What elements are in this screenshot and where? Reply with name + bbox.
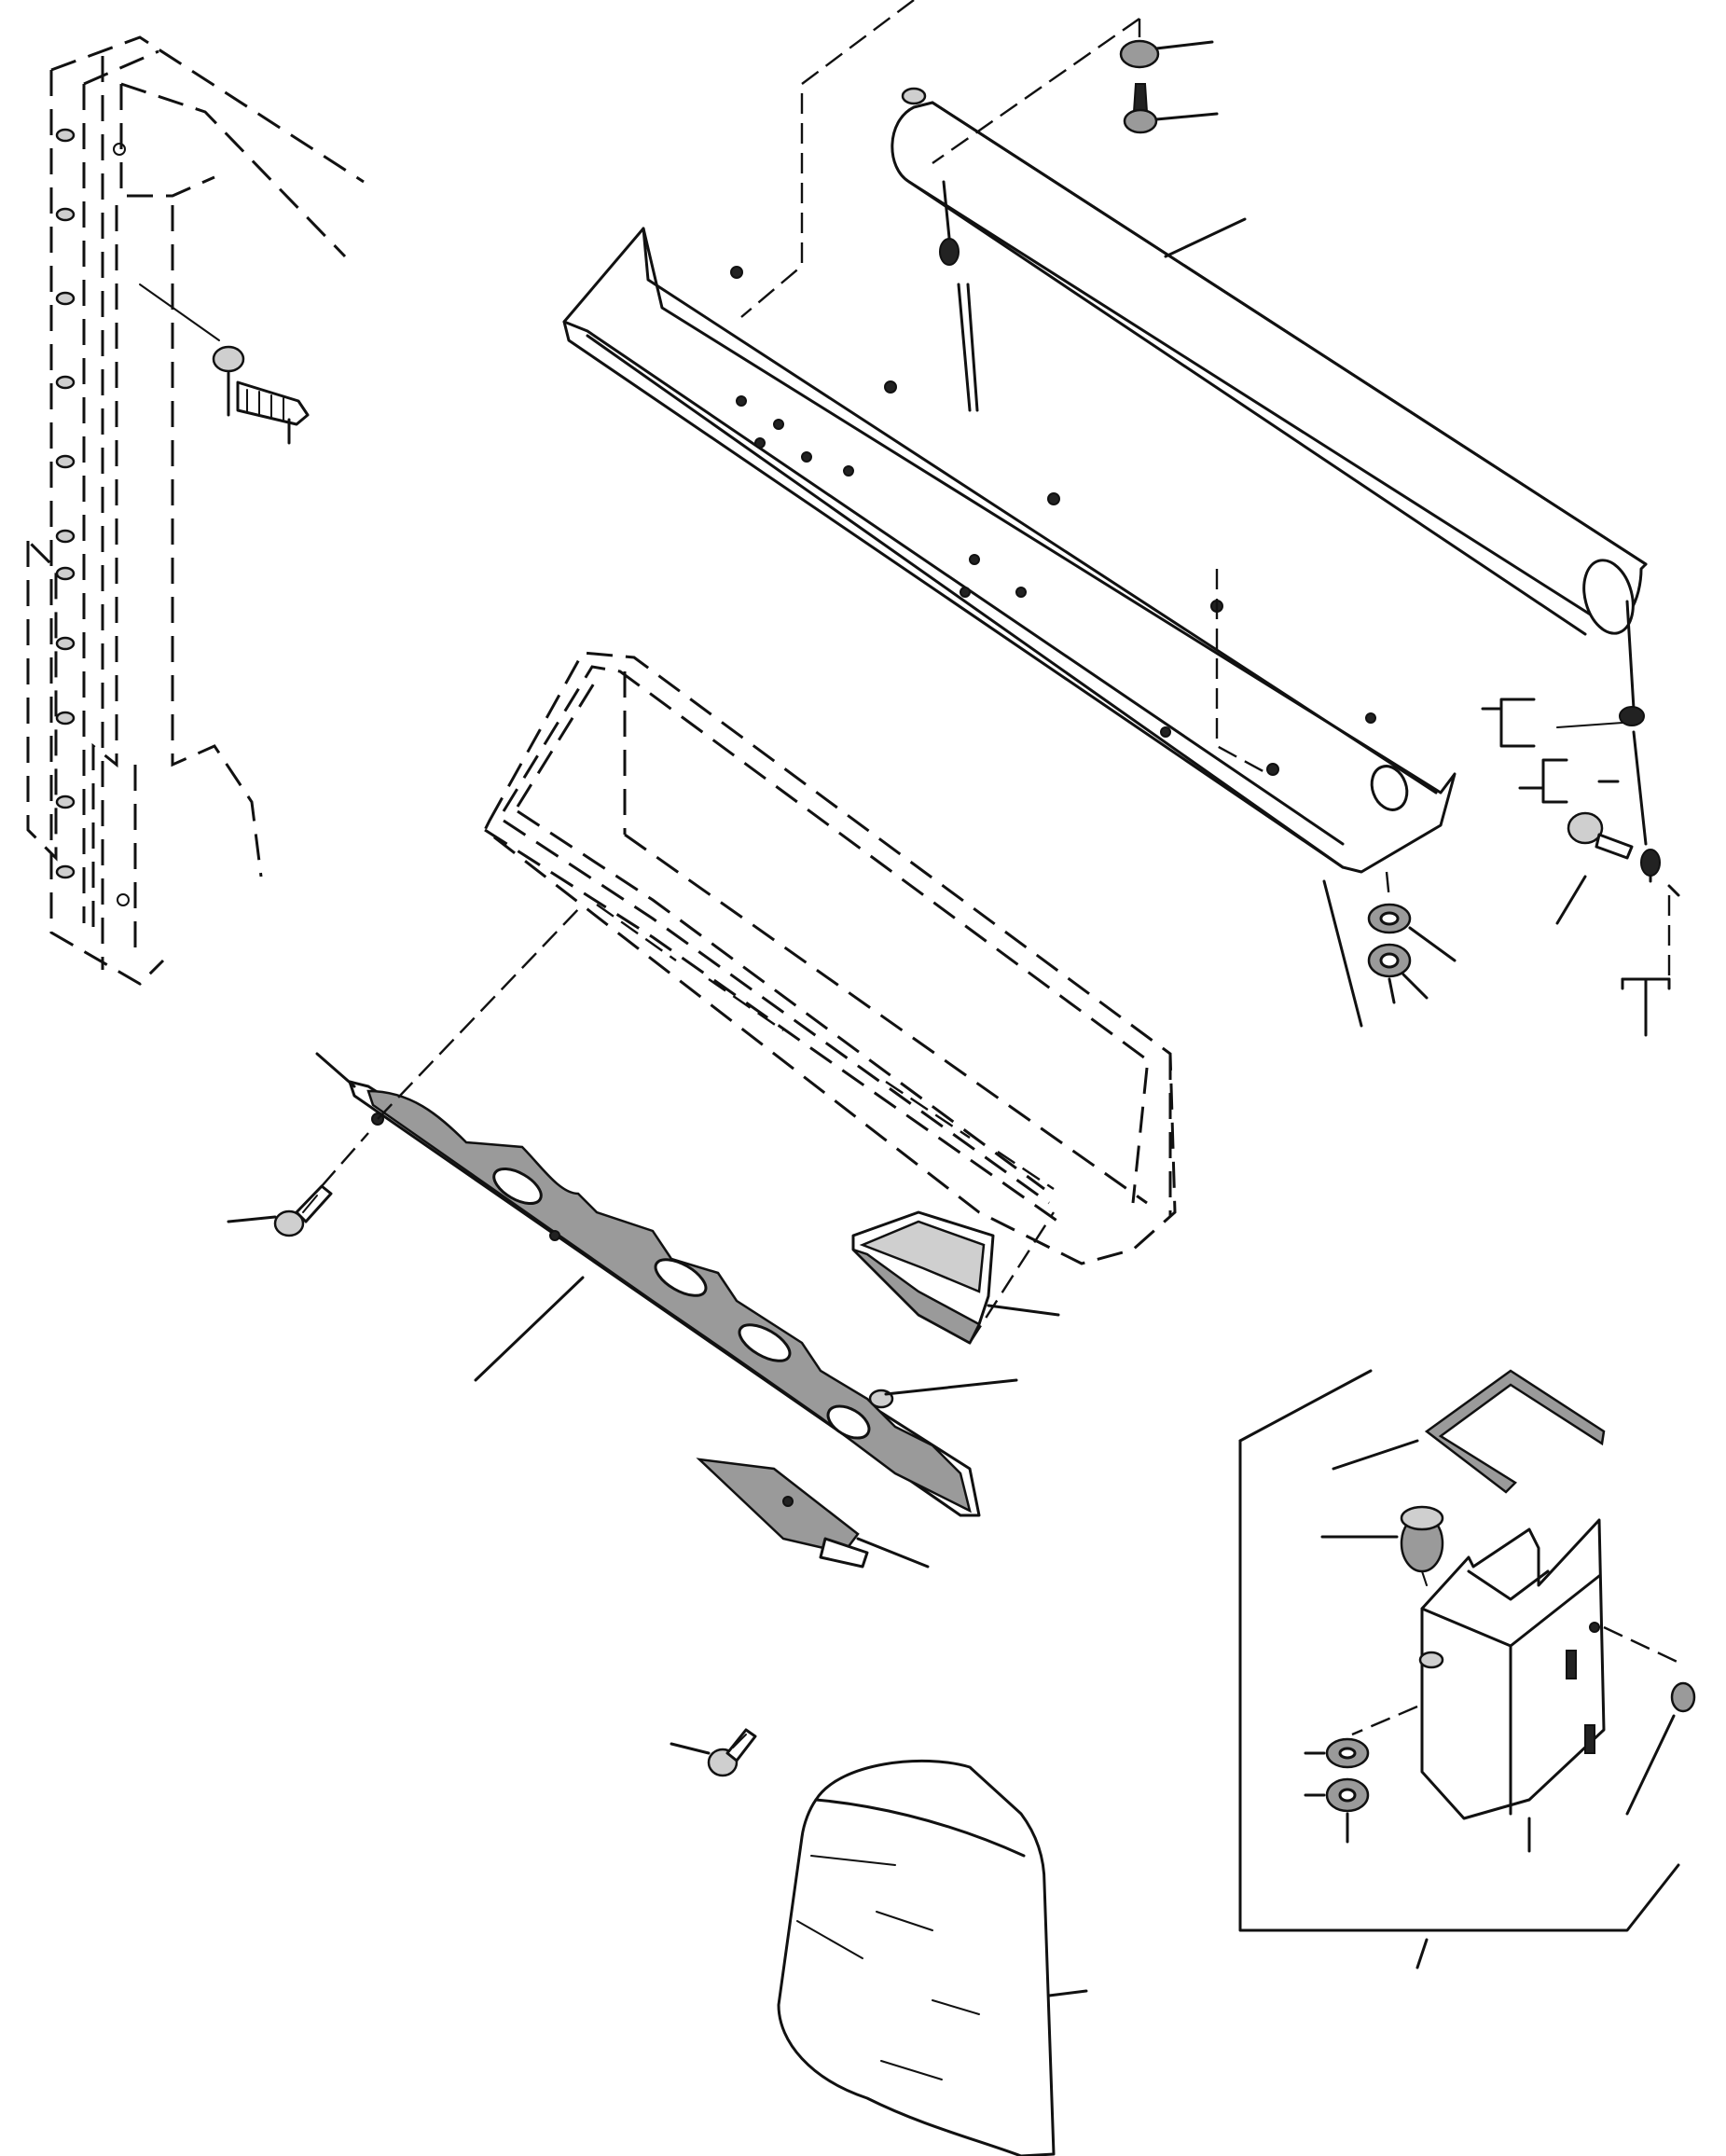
- shade-track-channel: [562, 227, 1457, 1028]
- strip-screw: [227, 1132, 369, 1237]
- right-linkage: [1481, 600, 1680, 1037]
- control-box-inset: [1238, 1369, 1696, 1969]
- pillar-clip-and-screw: [139, 283, 310, 445]
- small-bracket: [696, 1458, 930, 1569]
- pillar-bolts: [55, 128, 76, 879]
- channel-washer-and-nut: [1367, 871, 1457, 1004]
- shade-roller: [891, 87, 1648, 636]
- roller-top-fasteners: [740, 0, 1219, 318]
- air-vent: [851, 1210, 1060, 1409]
- cab-pillar-frame: [26, 35, 365, 986]
- trim-strip: [315, 904, 981, 1517]
- lower-screw: [670, 1728, 757, 1777]
- dashboard-housing: [483, 651, 1177, 1265]
- glass-panel: [777, 1759, 1088, 2156]
